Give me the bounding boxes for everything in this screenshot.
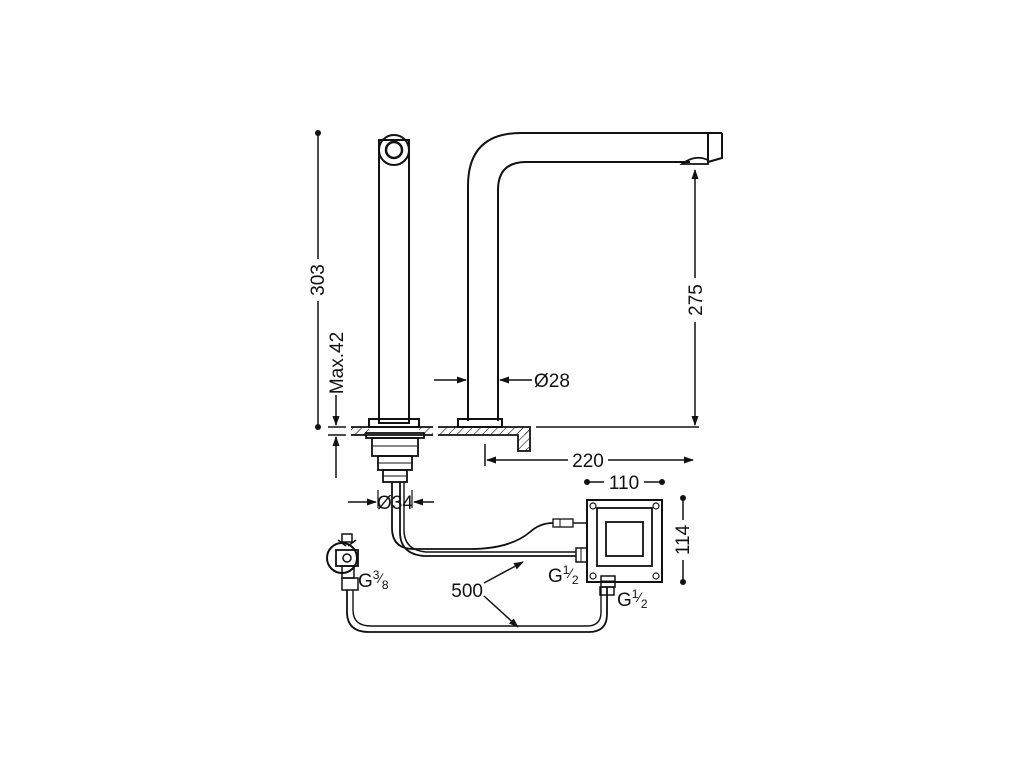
dimension-114: 114 bbox=[673, 495, 694, 585]
front-view-column bbox=[378, 139, 410, 424]
dimension-label-max-42: Max.42 bbox=[327, 332, 348, 394]
angle-valve bbox=[326, 533, 359, 579]
dimension-label-275: 275 bbox=[686, 284, 707, 316]
outlet-hose bbox=[399, 482, 576, 557]
svg-text:G1⁄2: G1⁄2 bbox=[617, 587, 648, 611]
dimension-label-500: 500 bbox=[451, 581, 483, 602]
front-view bbox=[365, 134, 425, 483]
dimension-500: 500 bbox=[451, 561, 524, 628]
sensor-cable bbox=[391, 482, 554, 550]
angle-valve-handle bbox=[341, 533, 353, 543]
dimension-label-114: 114 bbox=[673, 524, 694, 555]
dimension-label-220: 220 bbox=[572, 451, 604, 472]
supply-hose bbox=[346, 587, 608, 633]
control-box-body bbox=[586, 499, 663, 583]
dimension-220: 220 bbox=[484, 444, 694, 472]
side-view-aerator bbox=[679, 156, 709, 165]
thread-label-box-side: G1⁄2 bbox=[548, 563, 579, 587]
dimension-label-303: 303 bbox=[308, 264, 329, 296]
dimension-max-42: Max.42 bbox=[327, 332, 348, 478]
side-view-spout-outer bbox=[467, 132, 722, 421]
countertop bbox=[351, 426, 699, 452]
side-view-spout-tip bbox=[707, 133, 723, 163]
dimension-303: 303 bbox=[308, 130, 329, 430]
angle-valve-body bbox=[335, 549, 359, 567]
dimension-diameter-28: Ø28 bbox=[434, 371, 570, 392]
fixing-nut bbox=[371, 437, 419, 457]
thread-label-valve: G3⁄8 bbox=[358, 568, 389, 592]
dimension-label-110: 110 bbox=[609, 473, 639, 494]
dimension-label-diameter-34: Ø34 bbox=[377, 493, 413, 514]
dimension-275: 275 bbox=[686, 169, 707, 426]
thread-label-box-bottom: G1⁄2 bbox=[617, 587, 648, 611]
dimension-diameter-34: Ø34 bbox=[348, 490, 434, 514]
hoses bbox=[341, 482, 615, 633]
svg-text:G1⁄2: G1⁄2 bbox=[548, 563, 579, 587]
control-box-cover bbox=[596, 507, 653, 567]
front-view-outlet-inner bbox=[384, 140, 404, 160]
sensor-cable-plug bbox=[552, 518, 574, 528]
svg-text:G3⁄8: G3⁄8 bbox=[358, 568, 389, 592]
dimension-label-diameter-28: Ø28 bbox=[534, 371, 570, 392]
side-view-base-flange bbox=[457, 418, 503, 428]
side-view-spout-inner bbox=[497, 161, 690, 421]
control-box bbox=[552, 499, 663, 588]
side-view bbox=[457, 132, 723, 428]
dimension-110: 110 bbox=[584, 473, 665, 494]
control-box-window bbox=[605, 521, 644, 557]
front-view-outlet-outer bbox=[378, 134, 410, 166]
